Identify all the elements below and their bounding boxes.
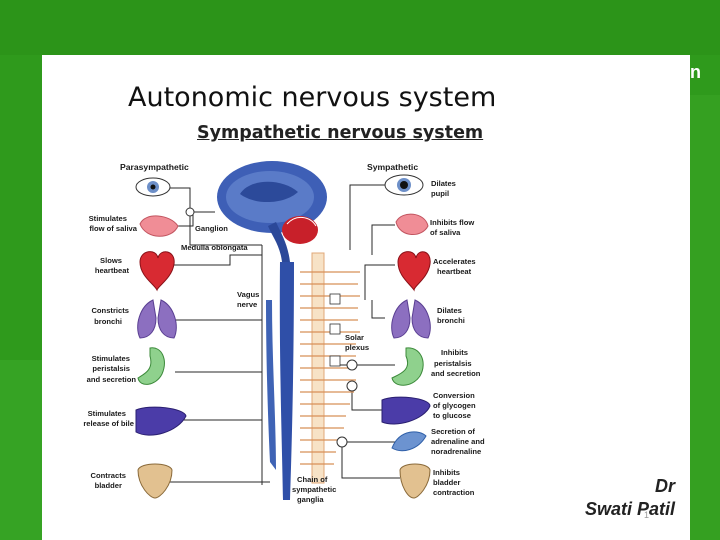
- para-label-saliva-2: flow of saliva: [89, 224, 137, 233]
- medulla-label: Medulla oblongata: [181, 243, 248, 252]
- symp-line-saliva: [371, 224, 395, 255]
- symp-label-heart-1: Accelerates: [433, 257, 476, 266]
- para-label-heart-2: heartbeat: [95, 266, 130, 275]
- symp-label-stomach-1: Inhibits: [441, 348, 468, 357]
- symp-label-adrenal-1: Secretion of: [431, 427, 475, 436]
- symp-label-stomach-2: peristalsis: [434, 359, 472, 368]
- para-label-saliva-1: Stimulates: [89, 214, 127, 223]
- symp-bladder-icon: [399, 463, 431, 499]
- symp-line-stomach: [351, 385, 385, 411]
- para-label-stomach-2: peristalsis: [92, 364, 130, 373]
- para-label-stomach-1: Stimulates: [92, 354, 130, 363]
- symp-label-glycogen-2: of glycogen: [433, 401, 476, 410]
- background-stripe-left: [0, 360, 42, 540]
- center-labels: Ganglion Medulla oblongata Vagus nerve S…: [181, 207, 369, 504]
- para-lungs-icon: [137, 299, 177, 339]
- para-label-lungs-2: bronchi: [94, 317, 122, 326]
- symp-label-stomach-3: and secretion: [431, 369, 481, 378]
- symp-label-bladder-2: bladder: [433, 478, 460, 487]
- parasympathetic-labels: Stimulates flow of saliva Slows heartbea…: [83, 214, 137, 490]
- adrenal-gland-icon: [391, 431, 427, 452]
- para-line-heart: [170, 254, 262, 266]
- ganglion-label: Ganglion: [195, 224, 228, 233]
- symp-line-heart: [364, 264, 395, 300]
- ganglion-node: [185, 207, 195, 217]
- slide-panel: [42, 55, 690, 540]
- symp-salivary-gland-icon: [395, 213, 429, 235]
- para-label-heart-1: Slows: [100, 256, 122, 265]
- symp-label-bladder-3: contraction: [433, 488, 475, 497]
- para-eye-icon: [135, 177, 171, 197]
- para-label-bladder-2: bladder: [95, 481, 122, 490]
- corner-mark: n: [690, 62, 701, 82]
- para-label-liver-1: Stimulates: [88, 409, 126, 418]
- para-liver-icon: [135, 406, 187, 436]
- background-stripe-right: [690, 95, 720, 540]
- chain-label-2: sympathetic: [292, 485, 336, 494]
- symp-line-eye: [349, 184, 385, 250]
- para-line-eye: [168, 187, 215, 213]
- symp-label-saliva-2: of saliva: [430, 228, 461, 237]
- para-salivary-gland-icon: [139, 215, 179, 237]
- symp-label-lungs-2: bronchi: [437, 316, 465, 325]
- para-label-bladder-1: Contracts: [91, 471, 126, 480]
- author-credit: Dr Swati Patil: [585, 475, 675, 521]
- symp-label-pupil-1: Dilates: [431, 179, 456, 188]
- para-heart-icon: [139, 251, 175, 292]
- chain-label-3: ganglia: [297, 495, 324, 504]
- vagus-label-1: Vagus: [237, 290, 259, 299]
- symp-label-glycogen-3: to glucose: [433, 411, 471, 420]
- para-line-ganglion: [189, 212, 262, 246]
- symp-label-pupil-2: pupil: [431, 189, 449, 198]
- symp-line-lungs: [371, 300, 385, 319]
- para-stomach-icon: [137, 347, 165, 385]
- sympathetic-header: Sympathetic: [367, 162, 418, 172]
- symp-label-glycogen-1: Conversion: [433, 391, 475, 400]
- slide-title: Autonomic nervous system: [128, 82, 497, 113]
- author-line-2: Swati Patil: [584, 499, 675, 519]
- page-number: 1: [644, 510, 650, 520]
- symp-eye-icon: [384, 174, 424, 196]
- para-label-liver-2: release of bile: [83, 419, 134, 428]
- solar-label-2: plexus: [345, 343, 369, 352]
- background-stripe-top: [0, 0, 720, 55]
- para-bladder-icon: [137, 463, 173, 499]
- symp-label-adrenal-3: noradrenaline: [431, 447, 481, 456]
- sympathetic-chain: [300, 252, 360, 484]
- symp-stomach-icon: [391, 347, 424, 386]
- symp-label-saliva-1: Inhibits flow: [430, 218, 474, 227]
- author-line-1: Dr: [654, 476, 675, 496]
- symp-line-bladder: [341, 442, 400, 479]
- vagus-label-2: nerve: [237, 300, 257, 309]
- para-label-lungs-1: Constricts: [91, 306, 129, 315]
- symp-lungs-icon: [391, 299, 431, 339]
- para-line-saliva: [178, 212, 194, 227]
- solar-label-1: Solar: [345, 333, 364, 342]
- symp-label-lungs-1: Dilates: [437, 306, 462, 315]
- sympathetic-labels: Dilates pupil Inhibits flow of saliva Ac…: [430, 179, 485, 497]
- symp-label-adrenal-2: adrenaline and: [431, 437, 485, 446]
- symp-label-heart-2: heartbeat: [437, 267, 472, 276]
- slide-subtitle: Sympathetic nervous system: [197, 123, 484, 143]
- symp-heart-icon: [397, 251, 431, 292]
- brain-and-spinal-cord: [217, 161, 327, 500]
- para-label-stomach-3: and secretion: [87, 375, 137, 384]
- parasympathetic-header: Parasympathetic: [120, 162, 189, 172]
- symp-liver-icon: [381, 396, 431, 425]
- chain-label-1: Chain of: [297, 475, 328, 484]
- symp-label-bladder-1: Inhibits: [433, 468, 460, 477]
